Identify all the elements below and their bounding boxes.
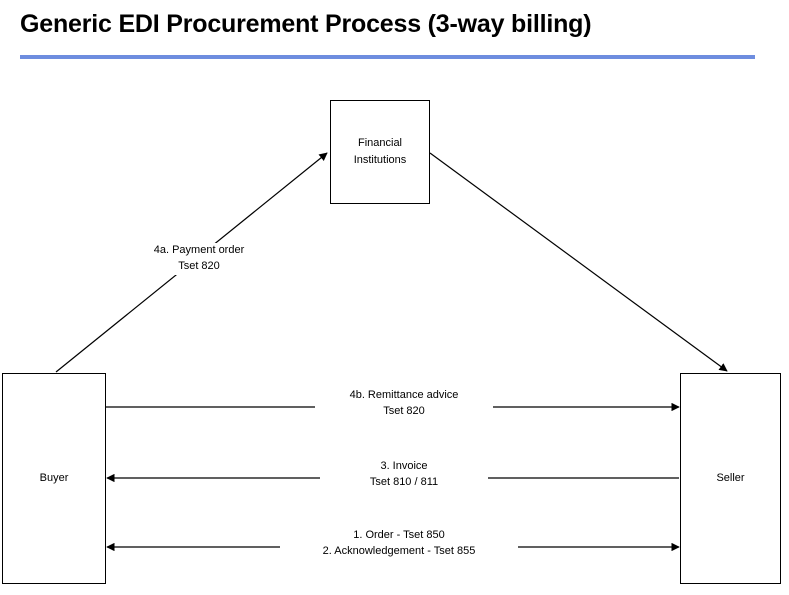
edge-financial-to-seller-line xyxy=(429,152,728,372)
node-financial-institutions-label: Financial Institutions xyxy=(353,136,407,166)
node-seller-label: Seller xyxy=(716,471,745,484)
node-buyer-label: Buyer xyxy=(39,471,69,484)
edge-label-invoice: 3. Invoice Tset 810 / 811 xyxy=(320,459,488,491)
title-divider xyxy=(20,55,755,59)
edge-label-remittance-advice: 4b. Remittance advice Tset 820 xyxy=(315,388,493,420)
page-title: Generic EDI Procurement Process (3-way b… xyxy=(20,10,592,38)
node-financial-institutions[interactable]: Financial Institutions xyxy=(330,100,430,204)
edge-label-order-acknowledgement: 1. Order - Tset 850 2. Acknowledgement -… xyxy=(280,528,518,560)
edge-label-payment-order: 4a. Payment order Tset 820 xyxy=(130,243,268,275)
node-buyer[interactable]: Buyer xyxy=(2,373,106,584)
node-seller[interactable]: Seller xyxy=(680,373,781,584)
